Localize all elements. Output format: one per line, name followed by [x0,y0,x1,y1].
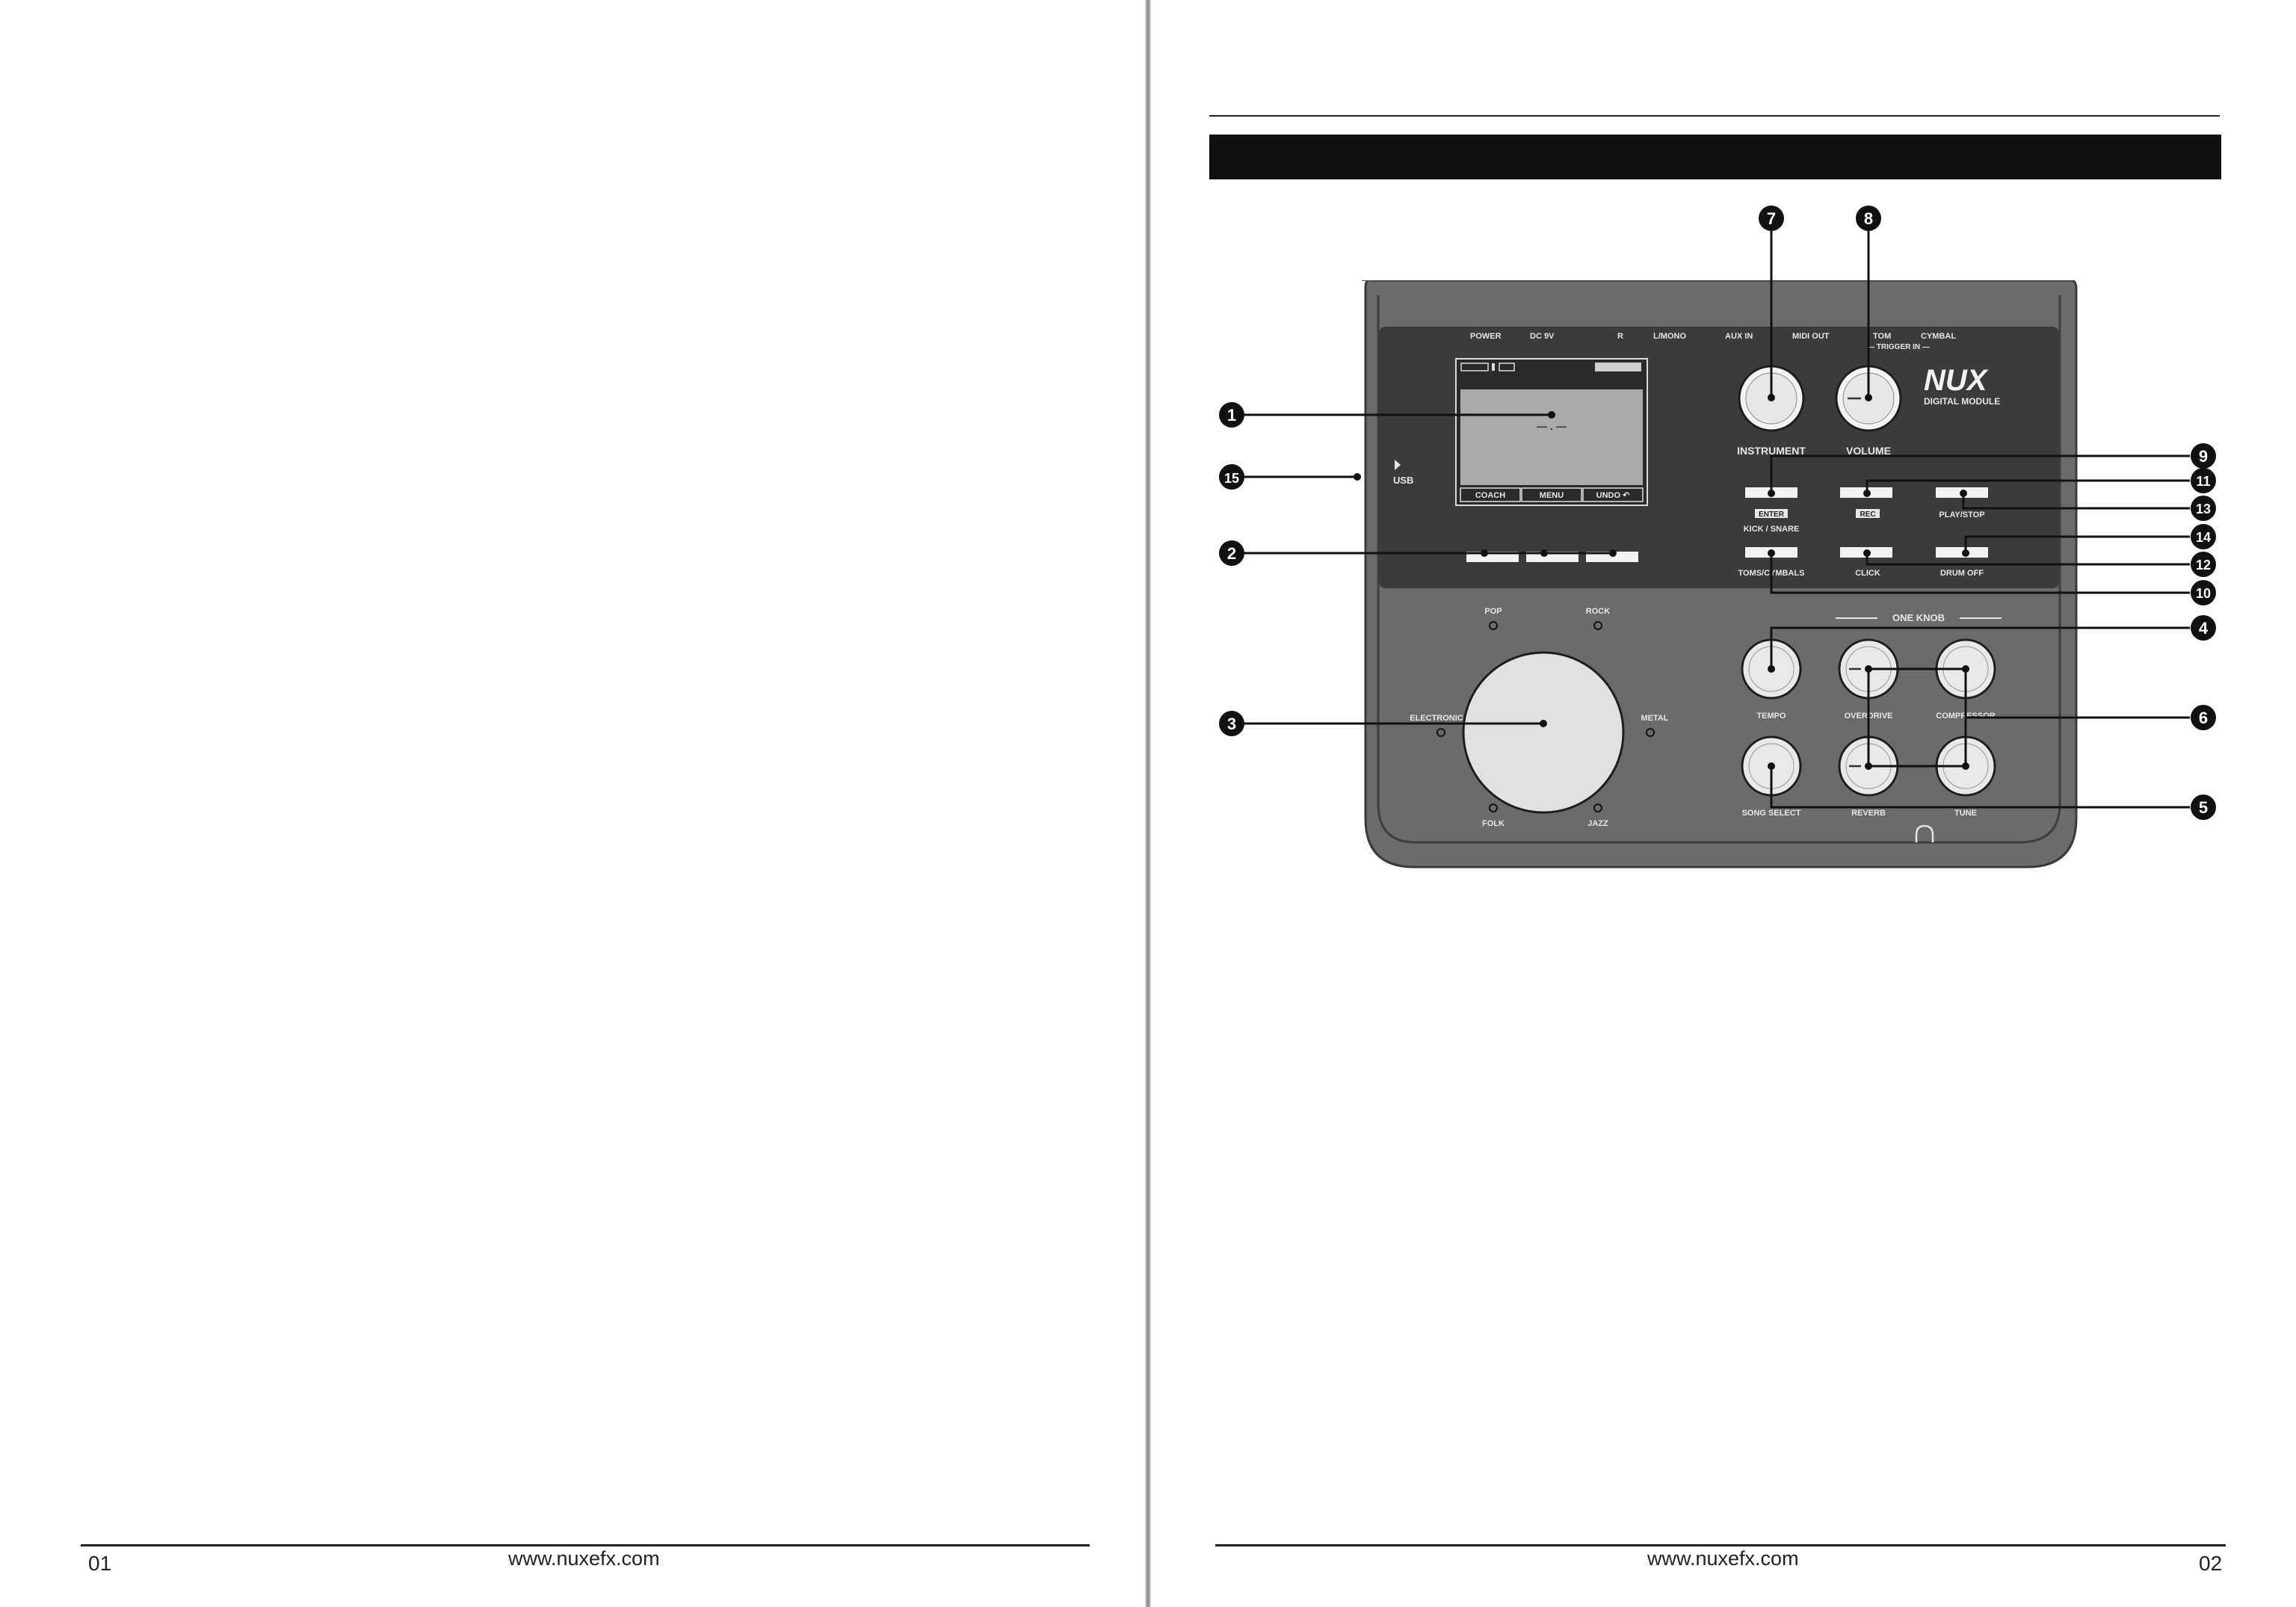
callout-12: 12 [2191,552,2216,577]
softkey-coach-label: COACH [1475,491,1505,500]
page-number-right: 02 [2199,1552,2223,1575]
style-dial[interactable] [1462,651,1625,814]
softkey-menu-frame [1521,487,1582,502]
led-pop [1489,621,1498,630]
headphone-icon [1915,824,1934,842]
callout-10: 10 [2191,580,2216,605]
callout-14: 14 [2191,524,2216,549]
usb-label: USB [1393,475,1413,486]
left-page: 01 www.nuxefx.com [0,0,1144,1607]
callout-8: 8 [1856,206,1881,231]
right-page: www.nuxefx.com 02 [1152,0,2296,1607]
page-number-left: 01 [88,1552,112,1575]
tune-label: TUNE [1954,809,1977,818]
callout-3: 3 [1219,711,1244,736]
style-label-rock: ROCK [1586,607,1610,616]
led-folk [1489,804,1498,812]
callout-5: 5 [2191,795,2216,820]
brand-subtitle: DIGITAL MODULE [1924,396,2000,407]
style-label-pop: POP [1484,607,1502,616]
style-label-jazz: JAZZ [1587,819,1608,828]
svg-text:13: 13 [2196,502,2211,516]
tempo-label: TEMPO [1756,712,1786,721]
callout-6: 6 [2191,705,2216,730]
lcd-value: — . — [1537,420,1567,432]
style-label-metal: METAL [1641,714,1668,723]
callout-15: 15 [1219,464,1244,490]
led-metal [1646,728,1655,737]
callout-4: 4 [2191,615,2216,641]
kick-snare-label: KICK / SNARE [1744,525,1800,534]
callout-2: 2 [1219,540,1244,566]
footer-website-left: www.nuxefx.com [508,1547,660,1570]
callout-7: 7 [1759,206,1784,231]
svg-text:8: 8 [1864,209,1873,228]
led-electronic [1436,728,1445,737]
softkey-undo-frame [1582,487,1644,502]
style-label-folk: FOLK [1482,819,1505,828]
svg-text:6: 6 [2199,709,2208,727]
enter-label: ENTER [1759,511,1785,519]
lcd-status-icon [1499,363,1515,371]
lcd-display [1460,389,1643,485]
label-power: POWER [1470,332,1502,341]
callout-11: 11 [2191,468,2216,493]
label-midi-out: MIDI OUT [1792,332,1830,341]
svg-text:12: 12 [2196,558,2211,573]
svg-text:2: 2 [1227,544,1236,563]
instrument-label: INSTRUMENT [1737,445,1806,457]
softkey-menu-label: MENU [1540,491,1564,500]
volume-label: VOLUME [1846,445,1891,457]
led-jazz [1593,804,1602,812]
callout-13: 13 [2191,496,2216,521]
bluetooth-icon [1492,363,1495,371]
svg-text:3: 3 [1227,715,1236,733]
brand-logo: NUX [1924,364,1989,397]
battery-icon [1460,363,1489,371]
module-body-inner-edge [1377,295,2061,844]
drum-off-button[interactable] [1936,547,1988,558]
style-label-electronic: ELECTRONIC [1410,714,1463,723]
reverb-label: REVERB [1851,809,1886,818]
svg-text:9: 9 [2199,447,2208,466]
svg-text:14: 14 [2196,530,2211,545]
softkey-coach-frame [1460,487,1521,502]
book-spine [1144,0,1152,1607]
label-aux-in: AUX IN [1725,332,1753,341]
svg-text:11: 11 [2196,474,2210,489]
label-dc: DC 9V [1530,332,1555,341]
svg-text:10: 10 [2196,586,2211,601]
led-rock [1593,621,1602,630]
one-knob-label: ONE KNOB [1892,612,1945,623]
header-black-bar [1209,135,2221,179]
svg-text:15: 15 [1224,471,1239,486]
label-l-mono: L/MONO [1653,332,1686,341]
svg-text:4: 4 [2199,619,2209,638]
rec-badge [1856,509,1880,518]
usb-arrow-icon [1395,460,1401,470]
drum-off-label: DRUM OFF [1940,569,1984,578]
lcd-tempo-indicator [1595,363,1641,371]
song-select-label: SONG SELECT [1742,809,1801,818]
svg-text:1: 1 [1227,406,1236,425]
svg-text:7: 7 [1767,209,1776,228]
footer-website-right: www.nuxefx.com [1647,1547,1799,1570]
callout-1: 1 [1219,402,1244,428]
footer-rule-right [1215,1544,2226,1546]
label-r: R [1617,332,1623,341]
label-trigger-in: — TRIGGER IN — [1867,343,1930,351]
svg-text:5: 5 [2199,798,2208,817]
header-rule [1209,115,2220,117]
label-tom: TOM [1873,332,1891,341]
callout-9: 9 [2191,443,2216,469]
enter-badge [1755,509,1788,518]
play-stop-label: PLAY/STOP [1939,511,1984,519]
footer-rule-left [81,1544,1090,1546]
softkey-undo-label: UNDO ↶ [1596,491,1630,500]
click-label: CLICK [1855,569,1880,578]
rec-label: REC [1860,511,1875,519]
label-cymbal: CYMBAL [1921,332,1956,341]
